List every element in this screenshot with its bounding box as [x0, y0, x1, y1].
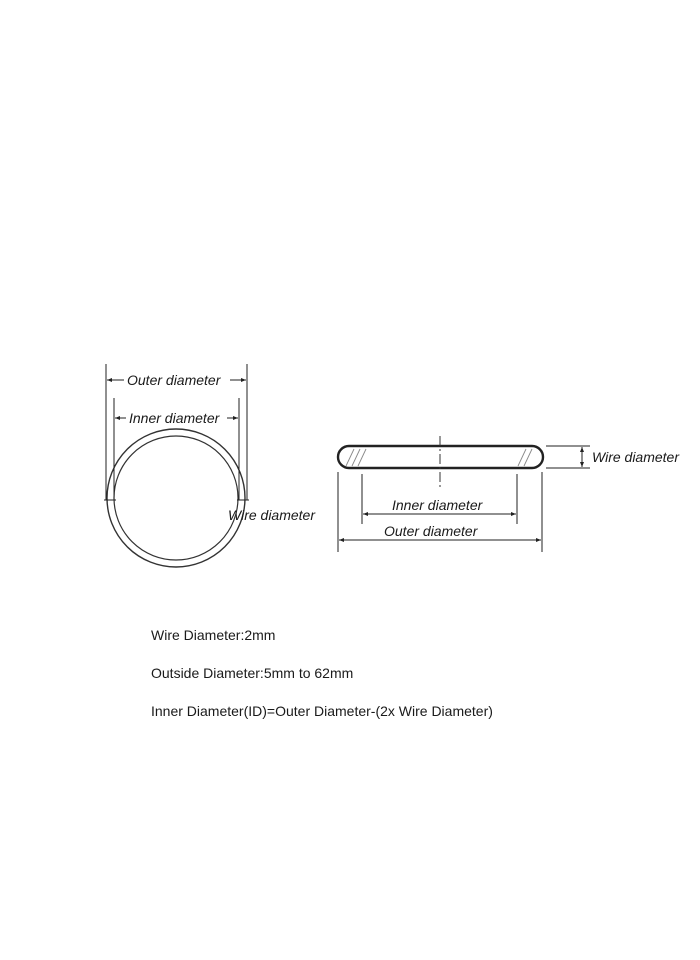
cross-section-hatch-right [517, 448, 533, 467]
o-ring-outer-circle [106, 428, 246, 568]
outer-diameter-label-front: Outer diameter [127, 372, 222, 388]
wire-diameter-label-side: Wire diameter [592, 449, 680, 465]
o-ring-inner-circle [113, 435, 239, 561]
outside-diameter-spec: Outside Diameter:5mm to 62mm [151, 665, 354, 681]
inner-diameter-label-front: Inner diameter [129, 410, 221, 426]
cross-section-hatch-left [345, 448, 367, 467]
wire-diameter-label-front: Wire diameter [228, 507, 316, 523]
specifications: Wire Diameter:2mm Outside Diameter:5mm t… [151, 626, 671, 740]
inner-diameter-formula: Inner Diameter(ID)=Outer Diameter-(2x Wi… [151, 703, 493, 719]
inner-diameter-label-side: Inner diameter [392, 497, 484, 513]
side-view: Inner diameter Outer diameter Wire diame… [336, 436, 680, 552]
outer-diameter-label-side: Outer diameter [384, 523, 479, 539]
wire-diameter-spec: Wire Diameter:2mm [151, 627, 276, 643]
front-view: Outer diameter Inner diameter Wire diame… [104, 364, 316, 568]
